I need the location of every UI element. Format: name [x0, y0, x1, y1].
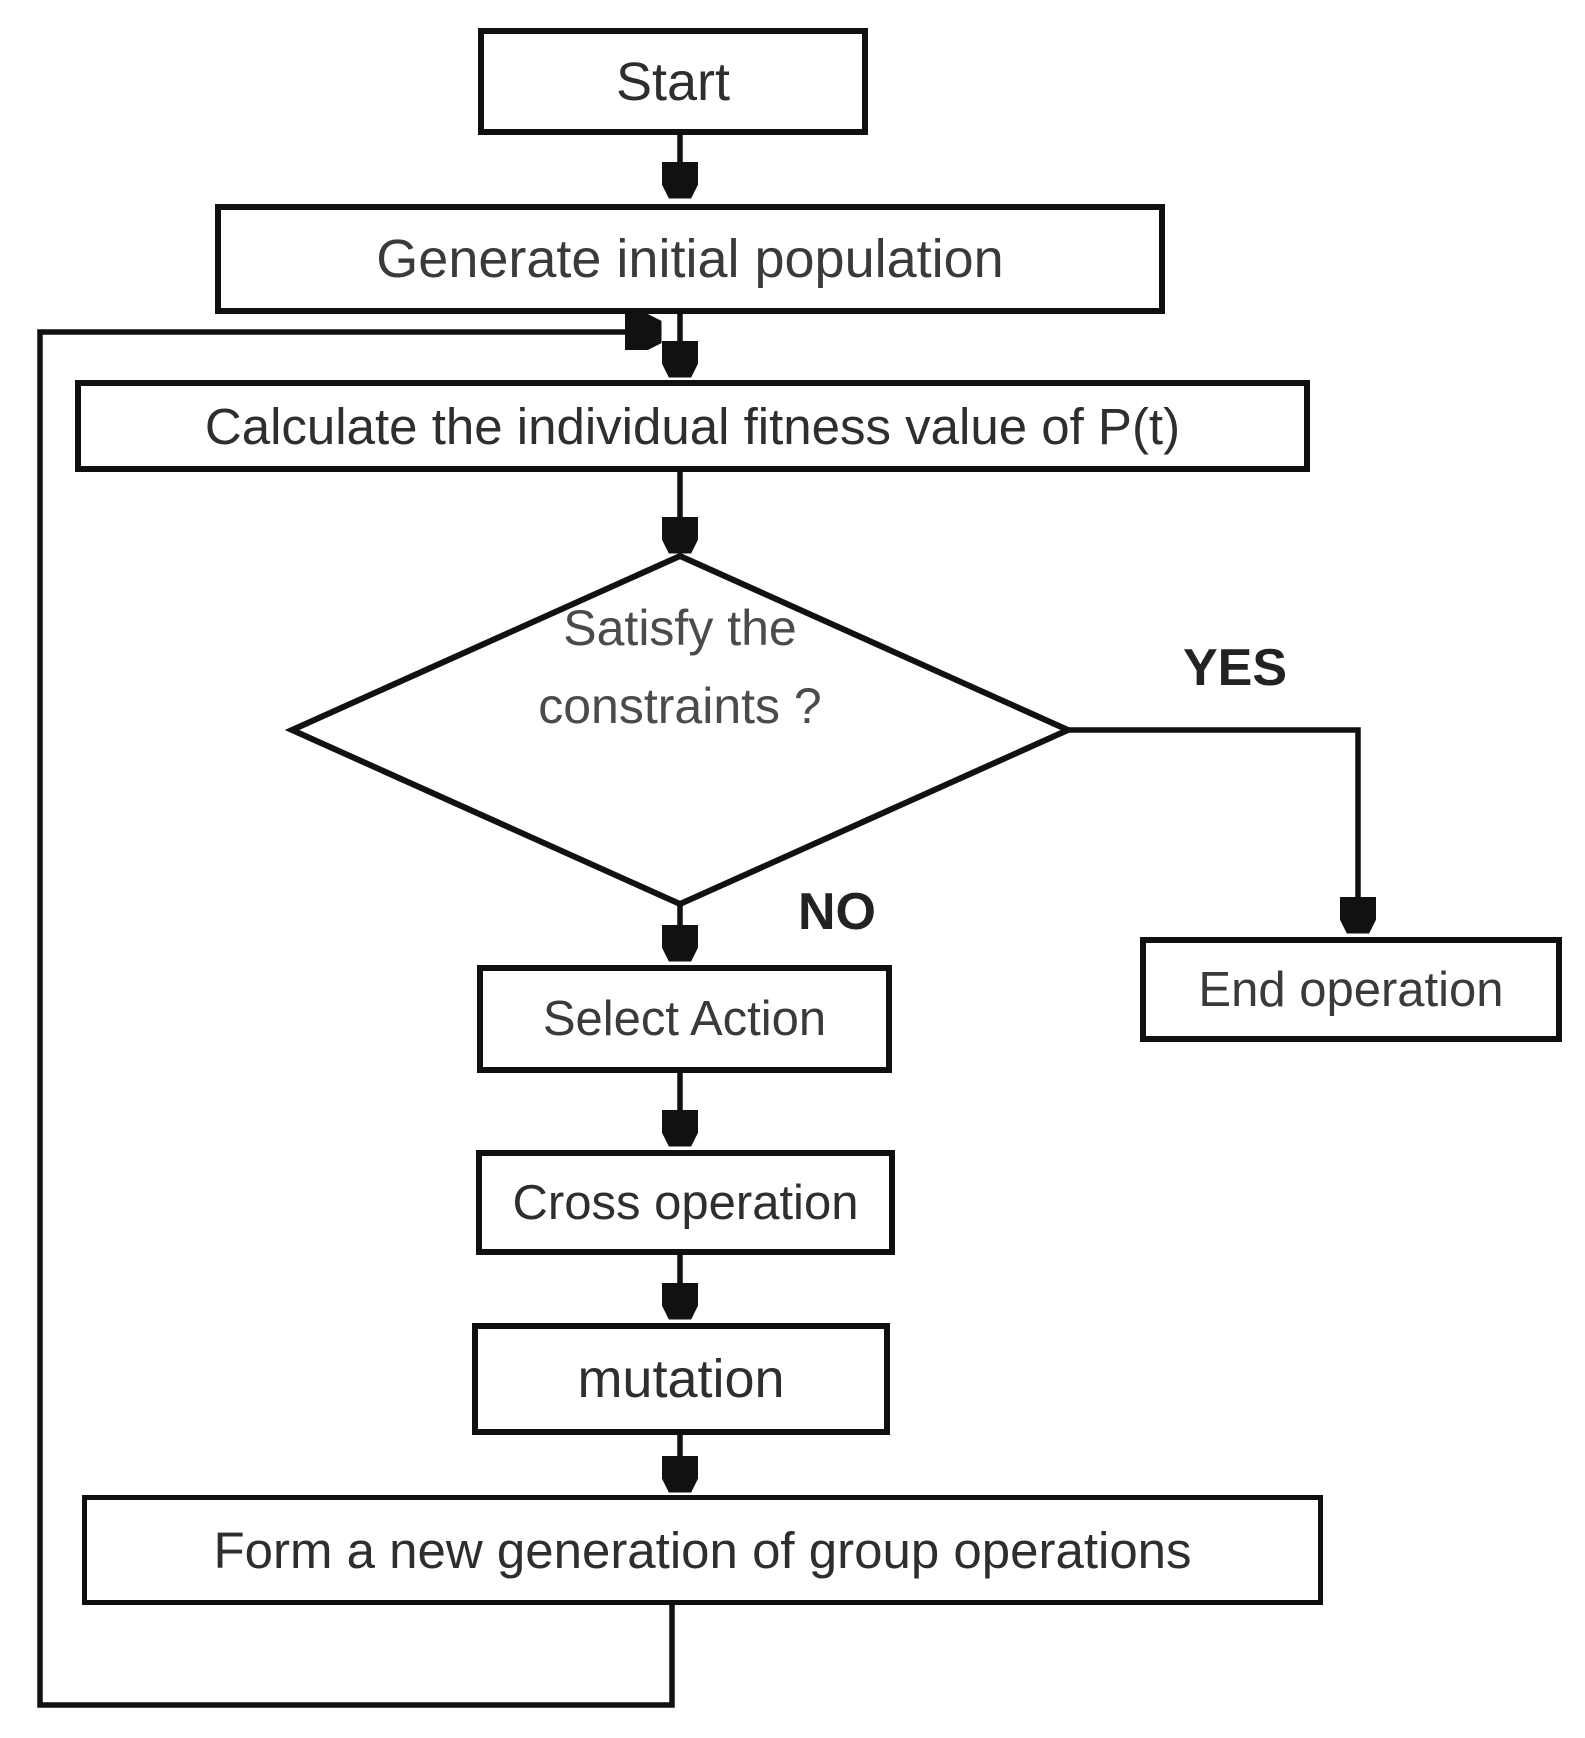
branch-label-yes: YES: [1182, 639, 1288, 697]
node-form-new-generation: Form a new generation of group operation…: [82, 1495, 1323, 1605]
node-end-label: End operation: [1198, 962, 1504, 1017]
node-start-label: Start: [615, 51, 731, 112]
node-calculate-label: Calculate the individual fitness value o…: [204, 397, 1181, 455]
node-decision-satisfy-constraints: Satisfy the constraints ?: [410, 575, 950, 760]
decision-label-line2: constraints ?: [538, 677, 822, 734]
node-end-operation: End operation: [1140, 937, 1562, 1042]
edge-feedback-loop: [37, 332, 675, 1708]
edge-decision-yes-to-end: [1066, 727, 1358, 928]
node-select-action: Select Action: [477, 965, 892, 1073]
branch-label-no: NO: [798, 883, 876, 941]
node-mutation: mutation: [472, 1323, 890, 1435]
node-cross-label: Cross operation: [512, 1175, 859, 1230]
node-start: Start: [478, 28, 868, 135]
node-generate-initial-population: Generate initial population: [215, 204, 1165, 314]
node-cross-operation: Cross operation: [476, 1150, 895, 1255]
node-form-label: Form a new generation of group operation…: [213, 1521, 1192, 1579]
node-select-label: Select Action: [542, 992, 827, 1046]
node-calculate-fitness: Calculate the individual fitness value o…: [75, 380, 1310, 472]
decision-label-line1: Satisfy the: [563, 600, 797, 656]
node-generate-label: Generate initial population: [376, 229, 1004, 289]
decision-diamond-shape: [284, 552, 1076, 908]
node-mutation-label: mutation: [577, 1349, 785, 1409]
